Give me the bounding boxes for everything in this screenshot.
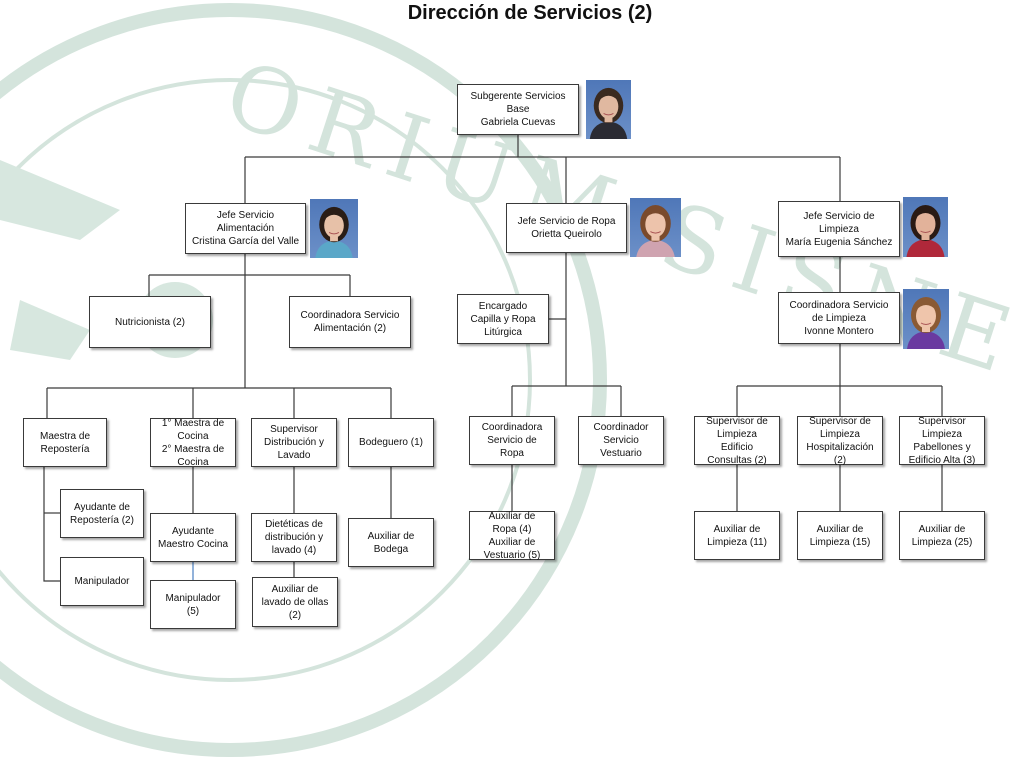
node-subgerente: Subgerente Servicios Base Gabriela Cueva… [457, 84, 579, 135]
page-title: Dirección de Servicios (2) [407, 2, 653, 24]
node-ayudante-cocina: Ayudante Maestro Cocina [150, 513, 236, 562]
node-aux-limpieza-15: Auxiliar de Limpieza (15) [797, 511, 883, 560]
node-sup-consultas: Supervisor de Limpieza Edificio Consulta… [694, 416, 780, 466]
node-nutricionista: Nutricionista (2) [89, 296, 211, 348]
node-dieteticas: Dietéticas de distribución y lavado (4) [251, 513, 337, 562]
node-aux-ollas: Auxiliar de lavado de ollas (2) [252, 577, 338, 627]
node-coord-ropa: Coordinadora Servicio de Ropa [469, 416, 555, 465]
node-aux-bodega: Auxiliar de Bodega [348, 518, 434, 567]
node-sup-hospitalizacion: Supervisor de Limpieza Hospitalización (… [797, 416, 883, 466]
node-jefe-alimentacion: Jefe Servicio Alimentación Cristina Garc… [185, 203, 306, 254]
node-sup-pabellones: Supervisor Limpieza Pabellones y Edifici… [899, 416, 985, 466]
node-aux-limpieza-11: Auxiliar de Limpieza (11) [694, 511, 780, 560]
photo-orietta-queirolo [630, 198, 681, 257]
node-supervisor-distribucion: Supervisor Distribución y Lavado [251, 418, 337, 467]
node-coord-alimentacion: Coordinadora Servicio Alimentación (2) [289, 296, 411, 348]
node-maestra-reposteria: Maestra de Repostería [23, 418, 107, 467]
node-ayudante-reposteria: Ayudante de Repostería (2) [60, 489, 144, 538]
photo-cristina-garcia [310, 199, 358, 258]
node-manipulador: Manipulador [60, 557, 144, 606]
photo-gabriela-cuevas [586, 80, 631, 139]
node-maestra-cocina: 1° Maestra de Cocina 2° Maestra de Cocin… [150, 418, 236, 468]
node-encargado-capilla: Encargado Capilla y Ropa Litúrgica [457, 294, 549, 344]
photo-ivonne-montero [903, 289, 949, 349]
node-aux-limpieza-25: Auxiliar de Limpieza (25) [899, 511, 985, 560]
node-manipulador-5: Manipulador (5) [150, 580, 236, 629]
node-jefe-ropa: Jefe Servicio de Ropa Orietta Queirolo [506, 203, 627, 253]
photo-maria-sanchez [903, 197, 948, 257]
node-aux-ropa: Auxiliar de Ropa (4) Auxiliar de Vestuar… [469, 511, 555, 561]
node-jefe-limpieza: Jefe Servicio de Limpieza María Eugenia … [778, 201, 900, 257]
node-coord-vestuario: Coordinador Servicio Vestuario [578, 416, 664, 465]
node-coord-limpieza: Coordinadora Servicio de Limpieza Ivonne… [778, 292, 900, 344]
node-bodeguero: Bodeguero (1) [348, 418, 434, 467]
